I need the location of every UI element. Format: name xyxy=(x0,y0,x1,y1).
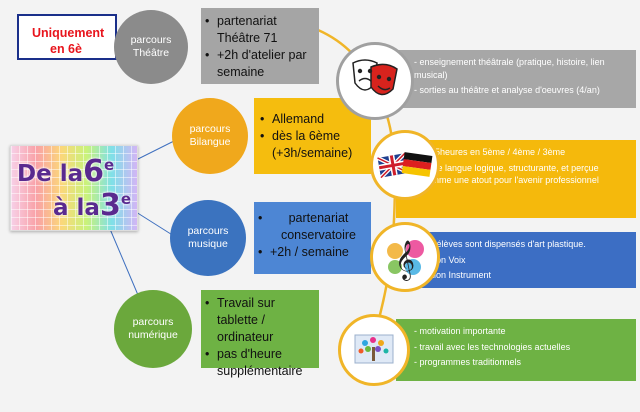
theatre-detail: - sorties au théâtre et analyse d'oeuvre… xyxy=(414,85,600,95)
bilangue-detail: - 2,5heures en 5ème / 4ème / 3ème xyxy=(422,147,566,157)
theatre-point: partenariat Théâtre 71 xyxy=(205,13,315,47)
numerique-detail: - motivation importante xyxy=(414,326,506,336)
numerique-details-box: - motivation importante - travail avec l… xyxy=(396,319,636,381)
parcours-bilangue-label-2: Bilangue xyxy=(189,136,231,148)
badge-line-2: en 6è xyxy=(50,42,82,56)
bilangue-detail: - une langue logique, structurante, et p… xyxy=(422,162,599,186)
numerique-summary-box: Travail sur tablette / ordinateur pas d'… xyxy=(201,290,319,378)
theatre-point: +2h d'atelier par semaine xyxy=(205,47,315,81)
parcours-numerique-circle: parcours numérique xyxy=(114,290,192,368)
parcours-musique-label-1: parcours xyxy=(187,225,229,237)
theatre-details-box: - enseignement théâtrale (pratique, hist… xyxy=(396,50,636,108)
numerique-point: Travail sur tablette / ordinateur xyxy=(205,295,315,346)
theatre-detail: - enseignement théâtrale (pratique, hist… xyxy=(414,57,605,80)
numerique-point: pas d'heure supplémentaire xyxy=(205,346,315,380)
music-treble-clef-icon: 𝄞 xyxy=(387,240,424,281)
numerique-icon-circle xyxy=(338,314,410,386)
musique-summary-box: partenariat conservatoire +2h / semaine xyxy=(254,202,371,274)
parcours-bilangue-label-1: parcours xyxy=(189,123,231,135)
uk-germany-flags-icon xyxy=(376,151,433,180)
musique-point: +2h / semaine xyxy=(258,244,367,261)
parcours-theatre-label-2: Théâtre xyxy=(132,47,170,59)
musique-detail: - Option Instrument xyxy=(414,270,492,280)
musique-detail: - Option Voix xyxy=(414,254,466,265)
numerique-detail: - travail avec les technologies actuelle… xyxy=(414,341,571,352)
theatre-masks-icon xyxy=(352,59,398,96)
parcours-numerique-label-1: parcours xyxy=(132,316,174,328)
parcours-numerique-label-2: numérique xyxy=(128,329,178,341)
bilangue-icon-circle xyxy=(370,130,440,200)
theatre-icon-circle xyxy=(336,42,414,120)
tile-line-2: à la3e xyxy=(53,188,131,223)
svg-text:𝄞: 𝄞 xyxy=(395,240,415,281)
bilangue-point: dès la 6ème (+3h/semaine) xyxy=(260,128,367,162)
uniquement-6e-badge: Uniquement en 6è xyxy=(17,14,117,60)
de-la-6e-a-la-3e-tile: De la6e à la3e xyxy=(10,145,138,231)
parcours-musique-label-2: musique xyxy=(188,238,228,250)
musique-icon-circle: 𝄞 xyxy=(370,222,440,292)
parcours-musique-circle: parcours musique xyxy=(170,200,246,276)
digital-tree-icon xyxy=(354,334,394,364)
badge-line-1: Uniquement xyxy=(32,26,105,40)
numerique-detail: - programmes traditionnels xyxy=(414,357,522,367)
parcours-theatre-label-1: parcours xyxy=(130,34,172,46)
musique-point: partenariat conservatoire xyxy=(258,210,367,244)
theatre-summary-box: partenariat Théâtre 71 +2h d'atelier par… xyxy=(201,8,319,84)
bilangue-point: Allemand xyxy=(260,111,367,128)
musique-detail: - Les élèves sont dispensés d'art plasti… xyxy=(414,239,586,249)
parcours-theatre-circle: parcours Théâtre xyxy=(114,10,188,84)
parcours-bilangue-circle: parcours Bilangue xyxy=(172,98,248,174)
tile-line-1: De la6e xyxy=(17,154,115,189)
